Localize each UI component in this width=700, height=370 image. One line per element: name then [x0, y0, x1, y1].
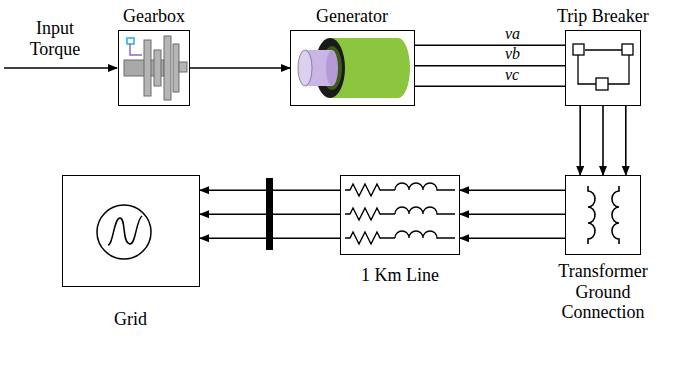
connector-line [415, 85, 565, 87]
connector-line [460, 213, 565, 215]
node-caption: Transformer Ground Connection [547, 261, 659, 323]
signal-name: vb [505, 45, 520, 63]
connector-line [415, 44, 565, 46]
connector-line [200, 213, 340, 215]
torque-arrow [4, 67, 117, 69]
breaker-box: Trip Breaker [565, 30, 641, 106]
node-heading: Trip Breaker [557, 6, 649, 27]
node-heading: Generator [316, 6, 388, 27]
signal-name: vc [505, 66, 519, 84]
transformer-box: Transformer Ground Connection [565, 175, 641, 255]
line-box: 1 Km Line [340, 175, 460, 255]
signal-name: va [505, 25, 520, 43]
node-caption: 1 Km Line [361, 265, 439, 286]
grid-box: Grid [62, 175, 200, 287]
node-heading: Gearbox [123, 6, 185, 27]
connector-line [602, 106, 604, 175]
connector-line [460, 237, 565, 239]
grid-source-symbol [97, 205, 151, 259]
connector-line [200, 237, 340, 239]
connector-line [460, 189, 565, 191]
gearbox-box: Gearbox [118, 30, 190, 106]
connector-line [190, 67, 290, 69]
generator-box: Generator [290, 30, 415, 106]
line-impedance-symbol [345, 183, 455, 244]
node-caption: Grid [114, 309, 147, 330]
connector-line [200, 189, 340, 191]
input-label: Input Torque [12, 18, 98, 59]
connector-line [415, 65, 565, 67]
gearbox-illustration [124, 36, 187, 100]
connector-line [579, 106, 581, 175]
generator-illustration [298, 38, 410, 98]
breaker-symbol [573, 44, 633, 90]
transformer-symbol [588, 186, 619, 244]
connector-line [625, 106, 627, 175]
